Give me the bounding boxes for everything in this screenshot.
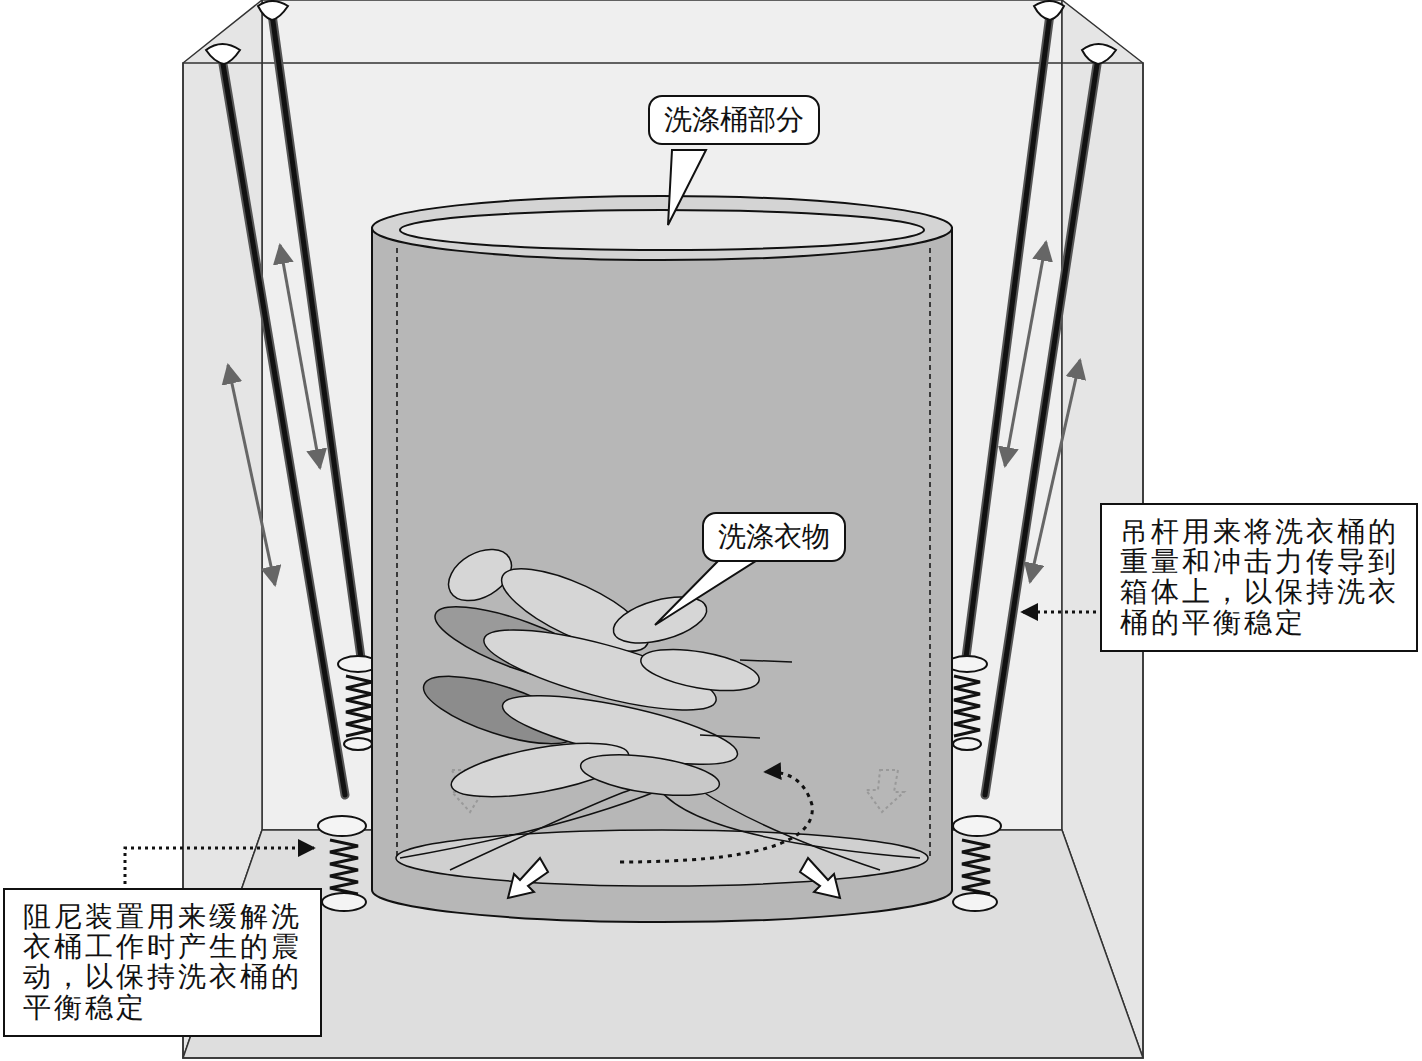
note-box: 阻尼装置用来缓解洗衣桶工作时产生的震动，以保持洗衣桶的平衡稳定 bbox=[3, 888, 322, 1037]
callout-bubble: 洗涤衣物 bbox=[702, 512, 846, 562]
leader-lines bbox=[125, 612, 1096, 884]
wash-tub bbox=[372, 196, 952, 922]
callout-text: 洗涤桶部分 bbox=[664, 105, 804, 135]
callout-text: 吊杆用来将洗衣桶的重量和冲击力传导到箱体上，以保持洗衣桶的平衡稳定 bbox=[1120, 517, 1405, 638]
cabinet bbox=[183, 0, 1143, 1058]
laundry bbox=[416, 539, 792, 807]
note-box: 吊杆用来将洗衣桶的重量和冲击力传导到箱体上，以保持洗衣桶的平衡稳定 bbox=[1100, 503, 1418, 652]
callout-text: 洗涤衣物 bbox=[718, 522, 830, 552]
callout-bubble: 洗涤桶部分 bbox=[648, 95, 820, 145]
callout-text: 阻尼装置用来缓解洗衣桶工作时产生的震动，以保持洗衣桶的平衡稳定 bbox=[23, 902, 308, 1023]
